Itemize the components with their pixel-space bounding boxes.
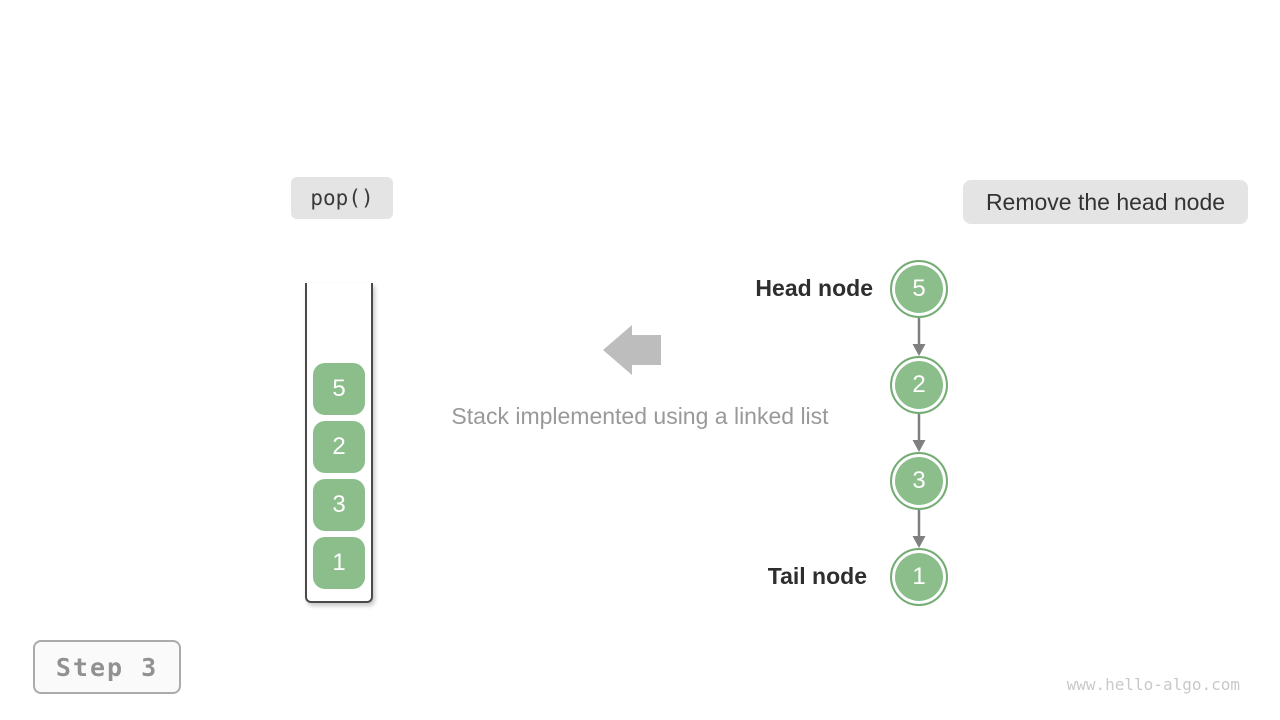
list-node: 1: [890, 548, 948, 606]
watermark-text: www.hello-algo.com: [1066, 675, 1240, 694]
stack-item: 5: [313, 363, 365, 415]
list-node: 2: [890, 356, 948, 414]
list-node: 3: [890, 452, 948, 510]
stack-item: 3: [313, 479, 365, 531]
head-node-label: Head node: [755, 275, 873, 301]
description-label: Remove the head node: [963, 180, 1248, 224]
stack-item: 1: [313, 537, 365, 589]
arrow-down-icon: [912, 318, 926, 356]
arrow-down-icon: [912, 414, 926, 452]
list-node: 5: [890, 260, 948, 318]
stack-item: 2: [313, 421, 365, 473]
tail-node-label: Tail node: [767, 563, 867, 589]
step-badge: Step 3: [33, 640, 181, 694]
arrow-down-icon: [912, 510, 926, 548]
arrow-left-icon: [603, 325, 661, 375]
caption-text: Stack implemented using a linked list: [451, 403, 829, 429]
stack-container: 5 2 3 1: [305, 283, 373, 603]
operation-label: pop(): [291, 177, 393, 219]
